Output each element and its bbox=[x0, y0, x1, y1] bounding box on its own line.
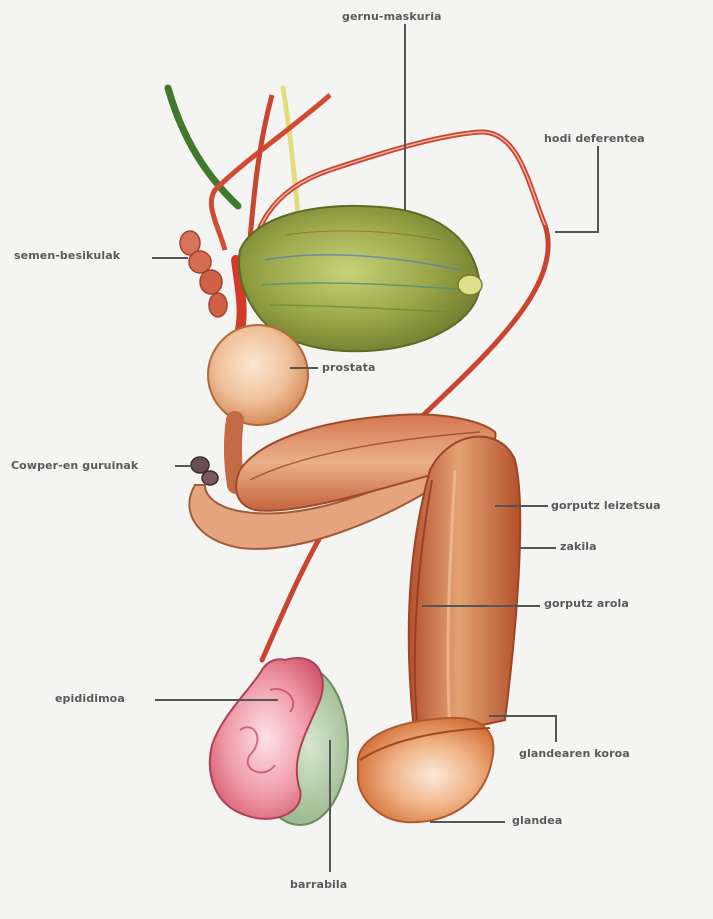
cowper-glands-illustration bbox=[191, 457, 218, 485]
prostate-illustration bbox=[208, 325, 308, 425]
seminal-vesicles-illustration bbox=[180, 231, 242, 330]
label-gernu-maskuria: gernu-maskuria bbox=[342, 10, 442, 23]
label-epididimoa: epididimoa bbox=[55, 692, 125, 705]
label-cowper-guruinak: Cowper-en guruinak bbox=[11, 459, 138, 472]
label-barrabila: barrabila bbox=[290, 878, 347, 891]
label-gorputz-leizetsua: gorputz leizetsua bbox=[551, 499, 661, 512]
label-zakila: zakila bbox=[560, 540, 597, 553]
label-hodi-deferentea: hodi deferentea bbox=[544, 132, 645, 145]
urethra-segment bbox=[233, 420, 236, 485]
leader-hodi-deferentea bbox=[555, 146, 598, 232]
vessel-2 bbox=[250, 95, 272, 240]
label-glandea: glandea bbox=[512, 814, 562, 827]
label-gorputz-arola: gorputz arola bbox=[544, 597, 629, 610]
ureter-green bbox=[168, 88, 238, 206]
label-glandearen-koroa: glandearen koroa bbox=[519, 747, 630, 760]
label-prostata: prostata bbox=[322, 361, 376, 374]
glans-illustration bbox=[358, 718, 493, 822]
label-semen-besikulak: semen-besikulak bbox=[14, 249, 120, 262]
